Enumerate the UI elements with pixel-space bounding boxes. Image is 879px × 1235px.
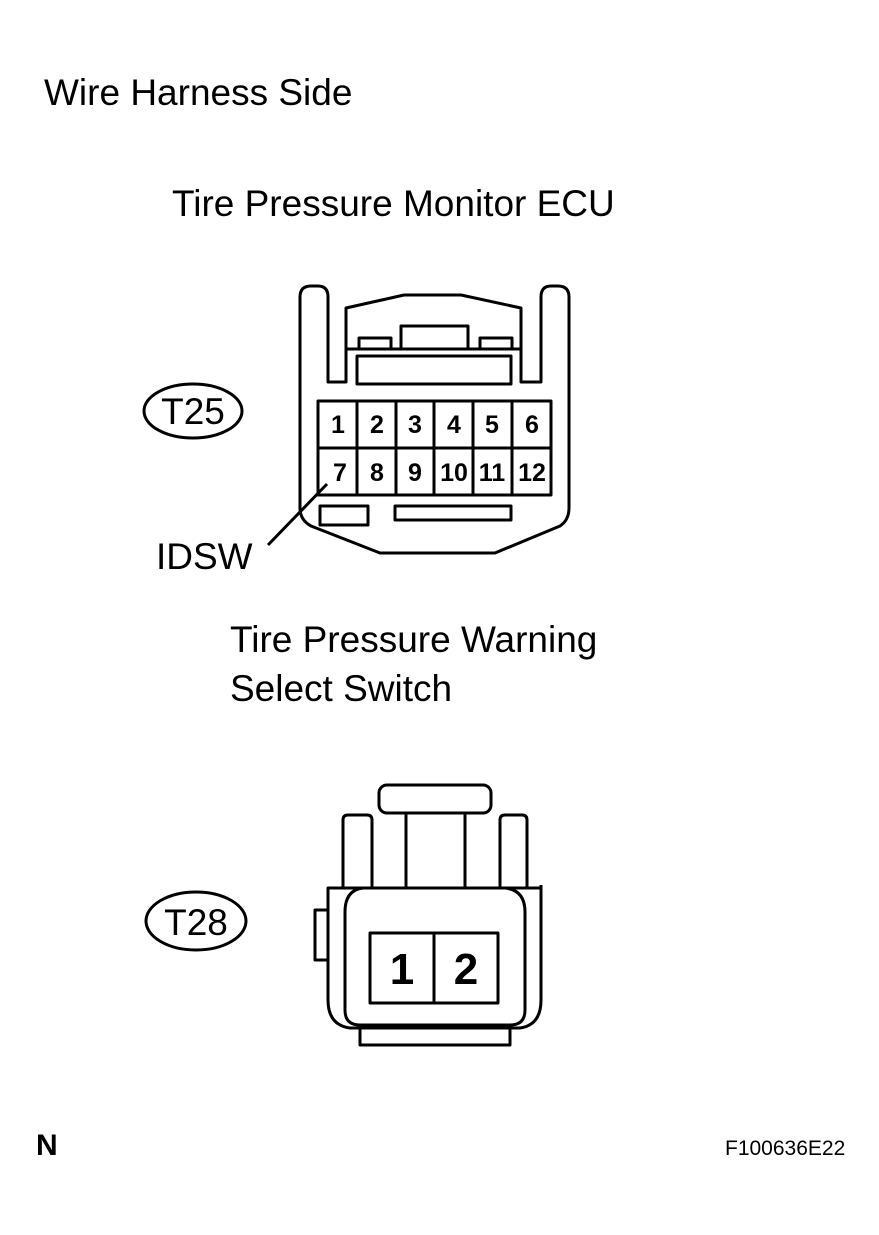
ecu-connector-body	[298, 284, 571, 555]
ecu-pin-3: 3	[408, 411, 422, 439]
ecu-pin-1: 1	[331, 411, 345, 439]
ecu-pin-12: 12	[518, 459, 546, 487]
ecu-pin-8: 8	[370, 459, 384, 487]
ecu-pin-7: 7	[333, 459, 347, 487]
switch-title-line-1: Tire Pressure Warning	[230, 619, 598, 660]
t25-code-label: T25	[161, 391, 225, 432]
corner-letter: N	[36, 1129, 58, 1162]
switch-connector: T28 1 2	[144, 783, 543, 1047]
t28-code-label: T28	[164, 902, 228, 943]
ecu-bottom-key-left	[318, 504, 370, 527]
ecu-lock-slot	[355, 354, 513, 386]
switch-left-post	[341, 813, 374, 888]
switch-title-line-2: Select Switch	[230, 668, 453, 709]
idsw-callout-label: IDSW	[156, 536, 253, 577]
ecu-pin-2: 2	[370, 411, 384, 439]
ecu-pin-10: 10	[440, 459, 468, 487]
ecu-pin-6: 6	[525, 411, 539, 439]
ecu-latch-right-tab	[478, 336, 514, 351]
figure-id: F100636E22	[725, 1137, 846, 1160]
switch-pin-1: 1	[390, 945, 414, 994]
switch-component-title: Tire Pressure Warning Select Switch	[230, 615, 597, 713]
ecu-pin-9: 9	[408, 459, 422, 487]
page-title: Wire Harness Side	[44, 72, 353, 113]
switch-right-post	[498, 813, 529, 888]
ecu-latch-left-tab	[357, 336, 393, 351]
ecu-bottom-key-right	[393, 504, 513, 522]
switch-left-ear	[313, 908, 328, 962]
switch-bottom-base	[358, 1026, 512, 1047]
ecu-latch-center	[399, 324, 470, 351]
ecu-connector: T25 1 2 3 4 5 6 7 8 9 10 11 12	[142, 284, 571, 555]
switch-inner-housing	[343, 886, 527, 1027]
ecu-pin-4: 4	[447, 411, 461, 439]
switch-lock-arms	[404, 813, 467, 888]
switch-connector-body	[326, 886, 543, 1030]
ecu-pin-5: 5	[485, 411, 499, 439]
switch-lock-tab	[377, 783, 493, 815]
t28-code-oval	[144, 890, 248, 952]
ecu-pin-11: 11	[479, 459, 506, 487]
ecu-component-title: Tire Pressure Monitor ECU	[172, 183, 615, 224]
idsw-leader-line	[266, 482, 329, 547]
switch-pin-2: 2	[454, 945, 478, 994]
t25-code-oval	[142, 382, 244, 440]
